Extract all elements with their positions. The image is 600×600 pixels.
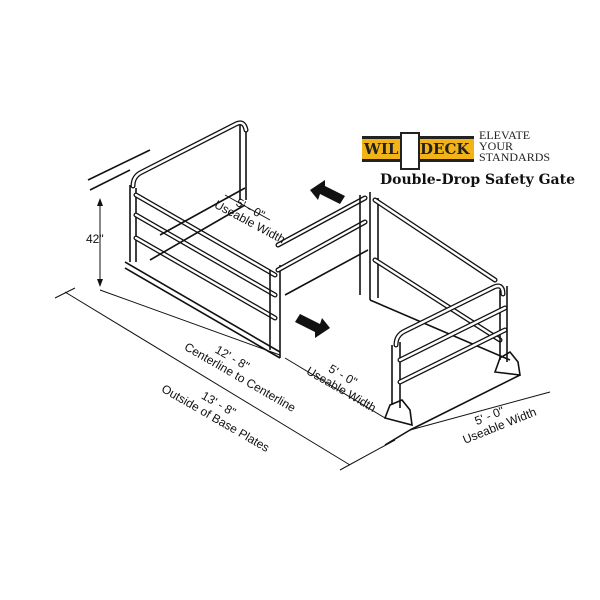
left-gate-unit bbox=[124, 120, 281, 359]
motion-arrow-down bbox=[295, 314, 330, 338]
logo-mark: WIL DECK bbox=[362, 132, 474, 170]
tagline-line: STANDARDS bbox=[479, 150, 551, 164]
dimension-lines bbox=[54, 194, 551, 471]
floor-edges bbox=[87, 149, 521, 446]
base-plate bbox=[493, 350, 521, 376]
logo-text-left: WIL bbox=[364, 140, 399, 158]
wildeck-logo: WIL DECK ELEVATE YOUR STANDARDS bbox=[362, 128, 558, 170]
tagline-line: ELEVATE bbox=[479, 128, 531, 142]
bolt-icon bbox=[400, 132, 420, 170]
swing-gate-panel bbox=[275, 192, 379, 300]
motion-arrow-up bbox=[310, 180, 345, 204]
logo-text-right: DECK bbox=[420, 140, 470, 158]
tagline-line: YOUR bbox=[479, 139, 514, 153]
logo-overlay bbox=[362, 130, 558, 166]
base-plate bbox=[383, 399, 413, 427]
front-width-dimension: 5' - 0" Useable Width bbox=[304, 361, 379, 414]
height-dimension: 42" bbox=[86, 232, 104, 246]
logo-tagline: ELEVATE YOUR STANDARDS bbox=[479, 128, 551, 164]
diagram-title: Double-Drop Safety Gate bbox=[380, 172, 575, 188]
right-gate-unit bbox=[369, 197, 521, 427]
